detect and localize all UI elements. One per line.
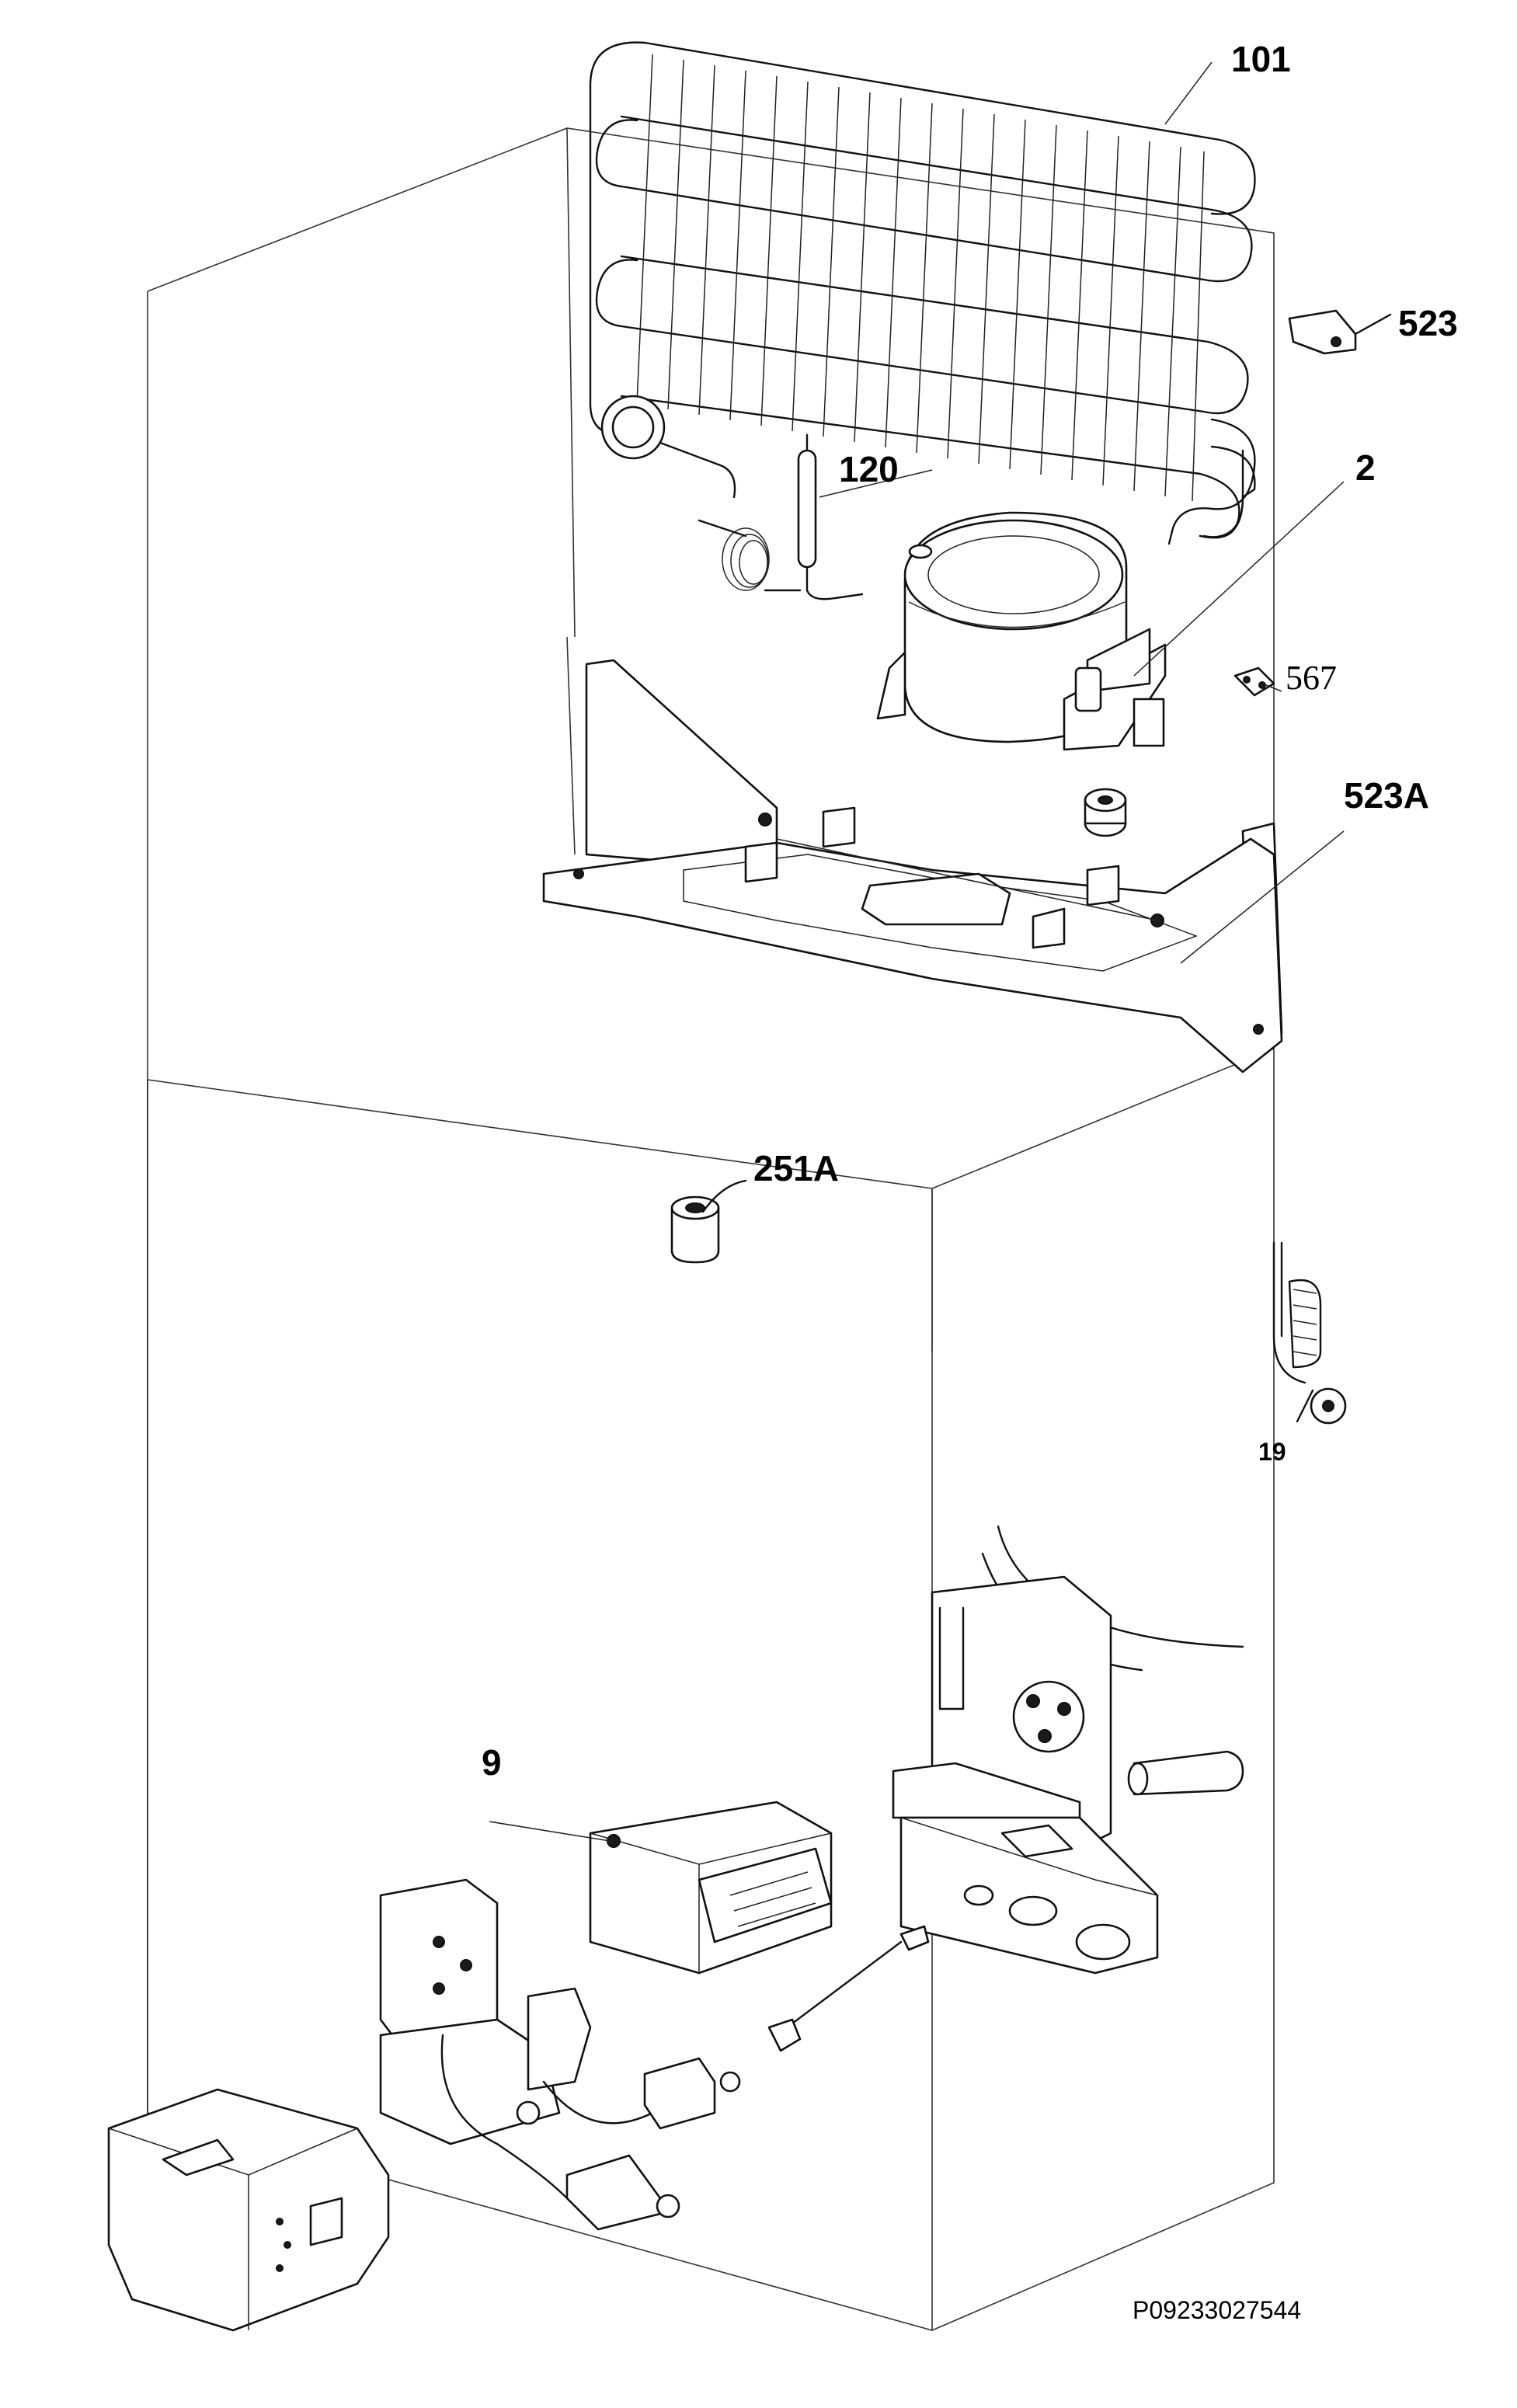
- terminal-block: [379, 1878, 654, 2145]
- compressor-base-plate: [542, 659, 1283, 1074]
- drawing-code: P09233027544: [1133, 2296, 1301, 2324]
- callout-120: 120: [839, 449, 899, 489]
- callout-251A: 251A: [753, 1148, 839, 1188]
- capillary-coil: [698, 519, 802, 592]
- compressor: [876, 511, 1167, 751]
- callout-101: 101: [1231, 39, 1291, 79]
- relay-cover: [107, 2088, 390, 2332]
- leader-lines: [489, 61, 1345, 1842]
- callout-9: 9: [482, 1742, 502, 1783]
- overload-protector: [643, 1925, 930, 2130]
- rubber-grommet: [1084, 788, 1127, 837]
- callout-523A: 523A: [1344, 775, 1429, 816]
- condenser-coil: [589, 41, 1256, 545]
- compressor-terminal-detail: [892, 1525, 1244, 1975]
- condenser-fins: [636, 54, 1205, 502]
- filter-dryer: [698, 433, 864, 600]
- callout-2: 2: [1355, 447, 1376, 488]
- foot: [670, 1179, 747, 1264]
- small-bracket: [1233, 666, 1275, 697]
- starting-relay: [589, 1801, 833, 1975]
- mounting-clip: [1288, 309, 1392, 355]
- heater-element: [1272, 1241, 1347, 1425]
- callout-567: 567: [1286, 659, 1337, 697]
- capacitor: [440, 2034, 680, 2231]
- callout-523: 523: [1398, 303, 1458, 343]
- callout-19: 19: [1258, 1438, 1286, 1466]
